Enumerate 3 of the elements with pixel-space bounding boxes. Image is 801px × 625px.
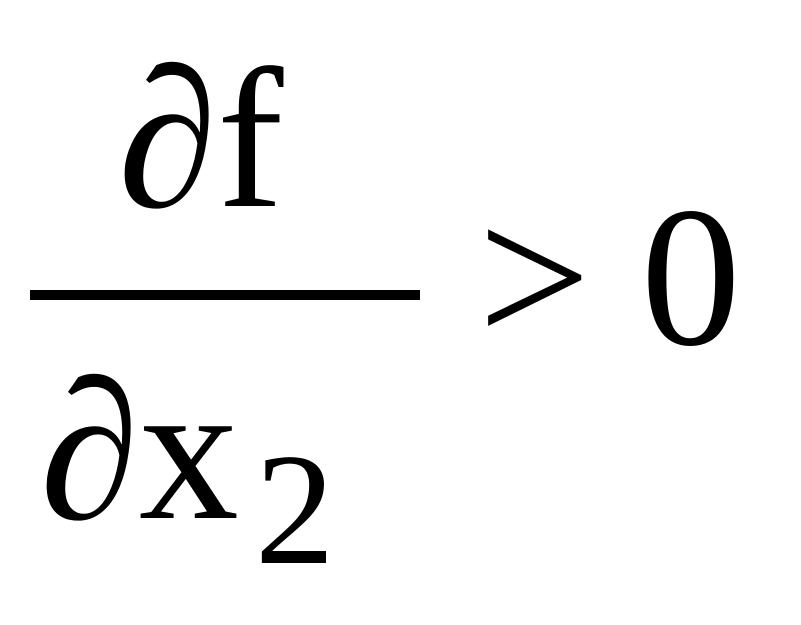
numerator: ∂f xyxy=(118,40,284,240)
inequality-text: > 0 xyxy=(478,178,741,378)
denominator: ∂x$_{2}$ xyxy=(40,352,335,589)
